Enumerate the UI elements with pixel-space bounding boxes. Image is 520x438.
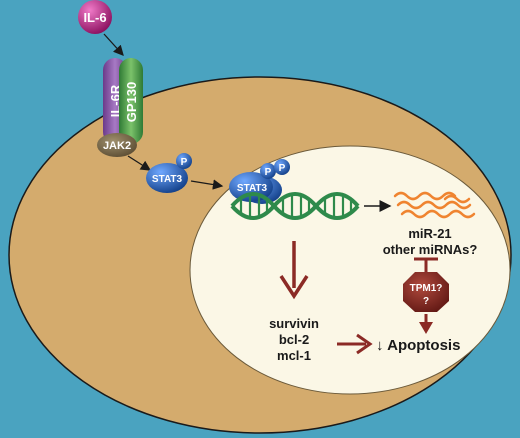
dna-helix (230, 192, 360, 220)
jak2-kinase: JAK2 (97, 133, 137, 157)
gene-bcl2: bcl-2 (279, 332, 309, 347)
il6-ligand: IL-6 (78, 0, 112, 34)
tpm1-node: TPM1? ? (403, 272, 449, 312)
mirna-label-line1: miR-21 (408, 226, 451, 241)
stat3-nucleus-label: STAT3 (237, 183, 268, 194)
gene-survivin: survivin (269, 316, 319, 331)
mirna-strands (393, 191, 476, 219)
stat3-translocation-arrow (190, 179, 224, 190)
phospho-label: P (181, 157, 188, 168)
stat3-cytoplasm-label: STAT3 (152, 174, 183, 185)
gp130-label: GP130 (124, 82, 139, 122)
tpm1-label: TPM1? (410, 283, 443, 294)
phospho-badge (260, 163, 276, 179)
phospho-badge (176, 153, 192, 169)
gp130-receptor: GP130 (119, 58, 143, 144)
tpm1-to-apoptosis-arrow (419, 314, 433, 334)
phospho-label: P (265, 167, 272, 178)
mirna-label-line2: other miRNAs? (383, 242, 478, 257)
il6-binding-arrow (103, 33, 124, 56)
mirna-inhibition-line (414, 257, 438, 272)
phospho-label: P (279, 163, 286, 174)
dna-to-genes-arrow (279, 241, 309, 300)
phospho-badge (274, 159, 290, 175)
tpm1-question-label: ? (423, 296, 429, 307)
genes-to-apoptosis-arrow (337, 333, 373, 355)
gene-mcl1: mcl-1 (277, 348, 311, 363)
stat3-cytoplasm: STAT3 P (146, 153, 192, 193)
jak2-to-stat3-arrow (127, 155, 152, 171)
apoptosis-label: ↓ Apoptosis (376, 337, 460, 354)
jak2-label: JAK2 (103, 140, 131, 152)
il6-label: IL-6 (83, 10, 106, 25)
